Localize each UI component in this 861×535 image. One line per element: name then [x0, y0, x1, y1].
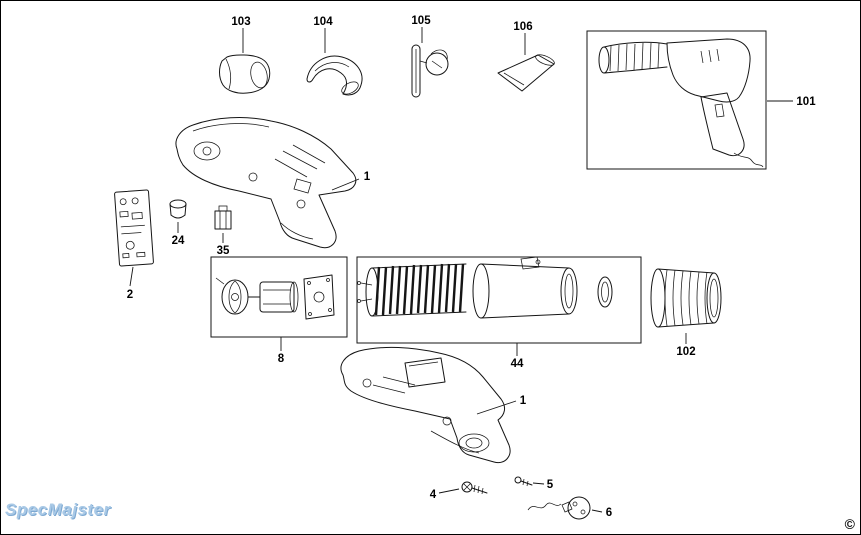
watermark-logo: SpecMajster: [5, 500, 111, 519]
part-8-motor-assembly-drawing: [210, 256, 348, 338]
leader-lines: [129, 27, 793, 513]
part-label-102: 102: [676, 346, 695, 358]
part-1-upper-housing-drawing: [175, 117, 357, 249]
part-104-reflector-nozzle-drawing: [306, 55, 363, 96]
part-label-44: 44: [511, 358, 524, 370]
part-label-101: 101: [796, 96, 816, 108]
part-label-4: 4: [430, 489, 437, 501]
part-label-104: 104: [313, 16, 333, 28]
part-label-106: 106: [513, 21, 532, 33]
copyright-icon: ©: [844, 516, 855, 532]
part-105-scraper-drawing: [411, 44, 449, 98]
part-label-1-lower: 1: [520, 395, 527, 407]
part-44-heating-element-drawing: [356, 256, 642, 344]
part-101-heat-gun-drawing: [586, 30, 767, 170]
part-label-2: 2: [127, 289, 133, 301]
part-5-screw-drawing: [514, 476, 533, 487]
part-2-circuit-board-drawing: [114, 189, 154, 267]
part-label-6: 6: [606, 507, 612, 519]
part-24-cap-drawing: [169, 199, 187, 219]
part-label-103: 103: [231, 16, 250, 28]
part-label-5: 5: [547, 479, 554, 491]
part-4-screw-drawing: [461, 481, 488, 495]
part-label-24: 24: [172, 235, 185, 247]
part-103-nozzle-drawing: [219, 54, 271, 94]
part-35-bracket-drawing: [214, 205, 232, 230]
part-label-105: 105: [411, 15, 431, 27]
part-label-8: 8: [278, 353, 285, 365]
part-label-1-upper: 1: [364, 171, 371, 183]
part-6-power-plug-drawing: [527, 496, 591, 520]
part-label-35: 35: [217, 245, 230, 257]
part-1-lower-housing-drawing: [340, 346, 511, 464]
part-102-ribbed-barrel-drawing: [650, 268, 722, 328]
part-labels: 103 104 105 106 101 1 24 35 2 8 44 102 1…: [127, 15, 816, 519]
part-106-flat-nozzle-drawing: [497, 54, 555, 92]
